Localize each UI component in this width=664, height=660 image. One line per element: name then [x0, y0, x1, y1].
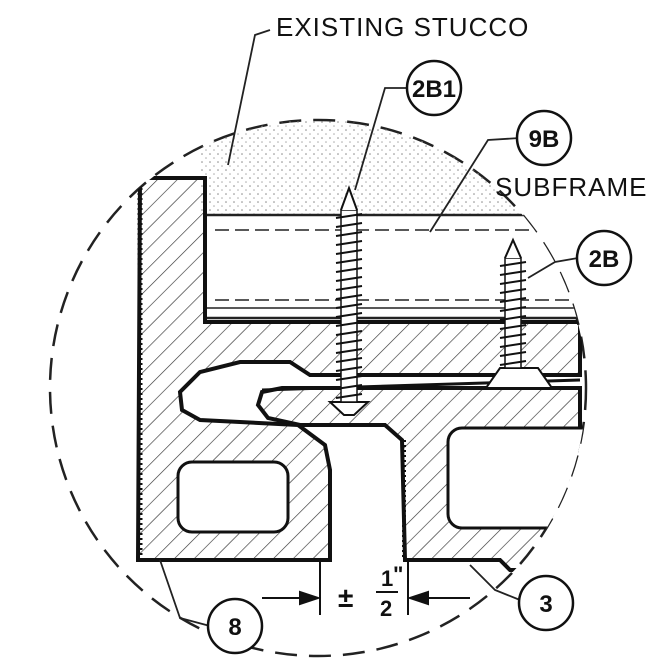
screw-thread: [499, 306, 527, 312]
screw-thread: [335, 375, 363, 381]
screw-thread: [335, 249, 363, 255]
callout-3-text: 3: [539, 591, 552, 618]
screw-thread: [335, 303, 363, 309]
screw-thread: [335, 231, 363, 237]
screw-thread: [499, 261, 527, 267]
dimension-inch-mark: ": [393, 562, 403, 587]
callout-3: 3: [517, 574, 575, 632]
frame-member-3-cavity: [446, 426, 586, 530]
leader-lines: [159, 29, 579, 627]
callout-2b: 2B: [575, 229, 633, 287]
screw-thread: [335, 258, 363, 264]
callout-2b1-text: 2B1: [412, 76, 456, 103]
screw-thread: [499, 351, 527, 357]
subframe-profile: [203, 213, 582, 320]
screw-thread: [499, 342, 527, 348]
screw-thread: [499, 288, 527, 294]
dimension-plus-minus: ±: [338, 582, 353, 613]
callout-2b1: 2B1: [405, 59, 463, 117]
screw-thread: [335, 357, 363, 363]
screw-thread: [335, 384, 363, 390]
screw-thread: [335, 321, 363, 327]
screw-thread: [335, 222, 363, 228]
dimension-denominator: 2: [380, 596, 392, 621]
callout-8: 8: [206, 597, 264, 655]
screw-thread: [499, 315, 527, 321]
screw-thread: [499, 360, 527, 366]
screw-thread: [335, 267, 363, 273]
subframe-label: SUBFRAME: [495, 172, 647, 202]
screw-thread: [335, 339, 363, 345]
existing-stucco-label: EXISTING STUCCO: [276, 12, 529, 42]
dimension-line: [262, 562, 470, 615]
callout-2b-text: 2B: [589, 246, 620, 273]
screw-thread: [335, 348, 363, 354]
screw-thread: [335, 276, 363, 282]
screw-thread: [335, 393, 363, 399]
screw-thread: [335, 285, 363, 291]
screw-thread: [335, 213, 363, 219]
screw-thread: [335, 312, 363, 318]
callout-9b-text: 9B: [529, 126, 560, 153]
screw-thread: [499, 324, 527, 330]
callout-8-text: 8: [228, 614, 241, 641]
screw-2b: [484, 237, 554, 389]
screw-thread: [335, 294, 363, 300]
stucco-region: [200, 120, 530, 215]
screw-thread: [499, 279, 527, 285]
screw-thread: [499, 270, 527, 276]
dimension-numerator: 1: [381, 566, 393, 591]
screw-2b1: [327, 185, 371, 416]
screw-thread: [335, 240, 363, 246]
screw-thread: [499, 297, 527, 303]
callout-9b: 9B: [515, 109, 573, 167]
screw-thread: [499, 333, 527, 339]
screw-thread: [335, 366, 363, 372]
frame-member-8-cavity: [176, 460, 290, 534]
screw-thread: [335, 330, 363, 336]
